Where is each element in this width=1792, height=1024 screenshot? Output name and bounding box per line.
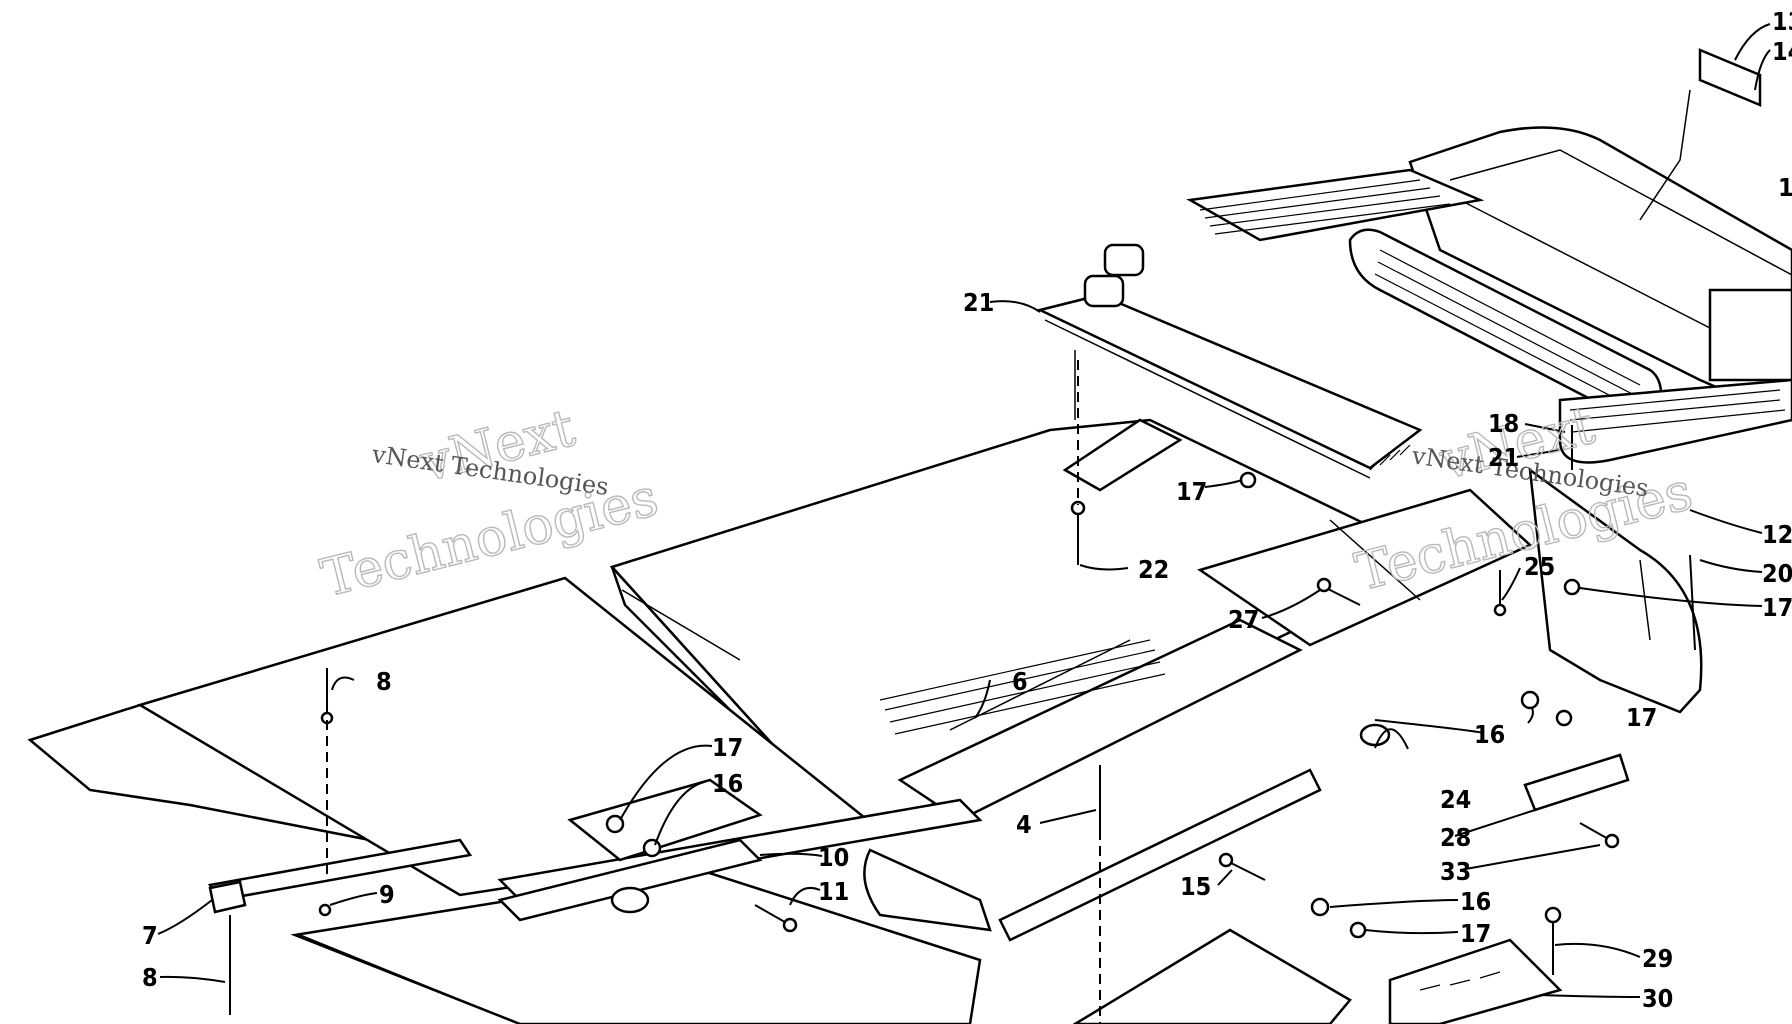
- callout-17-right: 17: [1762, 593, 1792, 622]
- callout-24: 24: [1440, 785, 1471, 814]
- callout-21: 21: [963, 288, 994, 317]
- leader-lines: [157, 23, 1771, 998]
- callout-13: 13: [1772, 7, 1792, 36]
- callout-1: 1: [1778, 173, 1792, 202]
- callout-17-mid: 17: [1626, 703, 1657, 732]
- watermark-technologies-left: Technologies: [315, 468, 663, 609]
- callout-10: 10: [818, 843, 849, 872]
- part-21-slide-rail: [1036, 243, 1423, 479]
- callout-15: 15: [1180, 872, 1211, 901]
- callout-20: 20: [1762, 559, 1792, 588]
- callout-22: 22: [1138, 555, 1169, 584]
- callout-16-hinge: 16: [712, 769, 743, 798]
- callout-11: 11: [818, 877, 849, 906]
- callout-4: 4: [1016, 810, 1032, 839]
- callout-14: 14: [1772, 37, 1792, 66]
- callout-17: 17: [1176, 477, 1207, 506]
- callout-labels: 13 14 1 21 17 18 21 12 22 25 20 17 27 8 …: [142, 7, 1792, 1013]
- callout-33: 33: [1440, 857, 1471, 886]
- callout-16: 16: [1474, 720, 1505, 749]
- callout-30: 30: [1642, 984, 1673, 1013]
- callout-17-lower: 17: [1460, 919, 1491, 948]
- callout-17-hinge: 17: [712, 733, 743, 762]
- callout-7: 7: [142, 921, 158, 950]
- callout-6: 6: [1012, 667, 1028, 696]
- callout-16-lower: 16: [1460, 887, 1491, 916]
- tunnel-body: [609, 418, 1533, 841]
- callout-9: 9: [379, 880, 395, 909]
- callout-28: 28: [1440, 823, 1471, 852]
- callout-25: 25: [1524, 552, 1555, 581]
- callout-27: 27: [1228, 605, 1259, 634]
- callout-18: 18: [1488, 409, 1519, 438]
- callout-21-lower: 21: [1488, 443, 1519, 472]
- rear-chassis-frame: [1186, 48, 1792, 714]
- callout-8-lower: 8: [142, 963, 158, 992]
- callout-8: 8: [376, 667, 392, 696]
- hardware: [208, 360, 1696, 1024]
- callout-12: 12: [1762, 520, 1792, 549]
- callout-29: 29: [1642, 944, 1673, 973]
